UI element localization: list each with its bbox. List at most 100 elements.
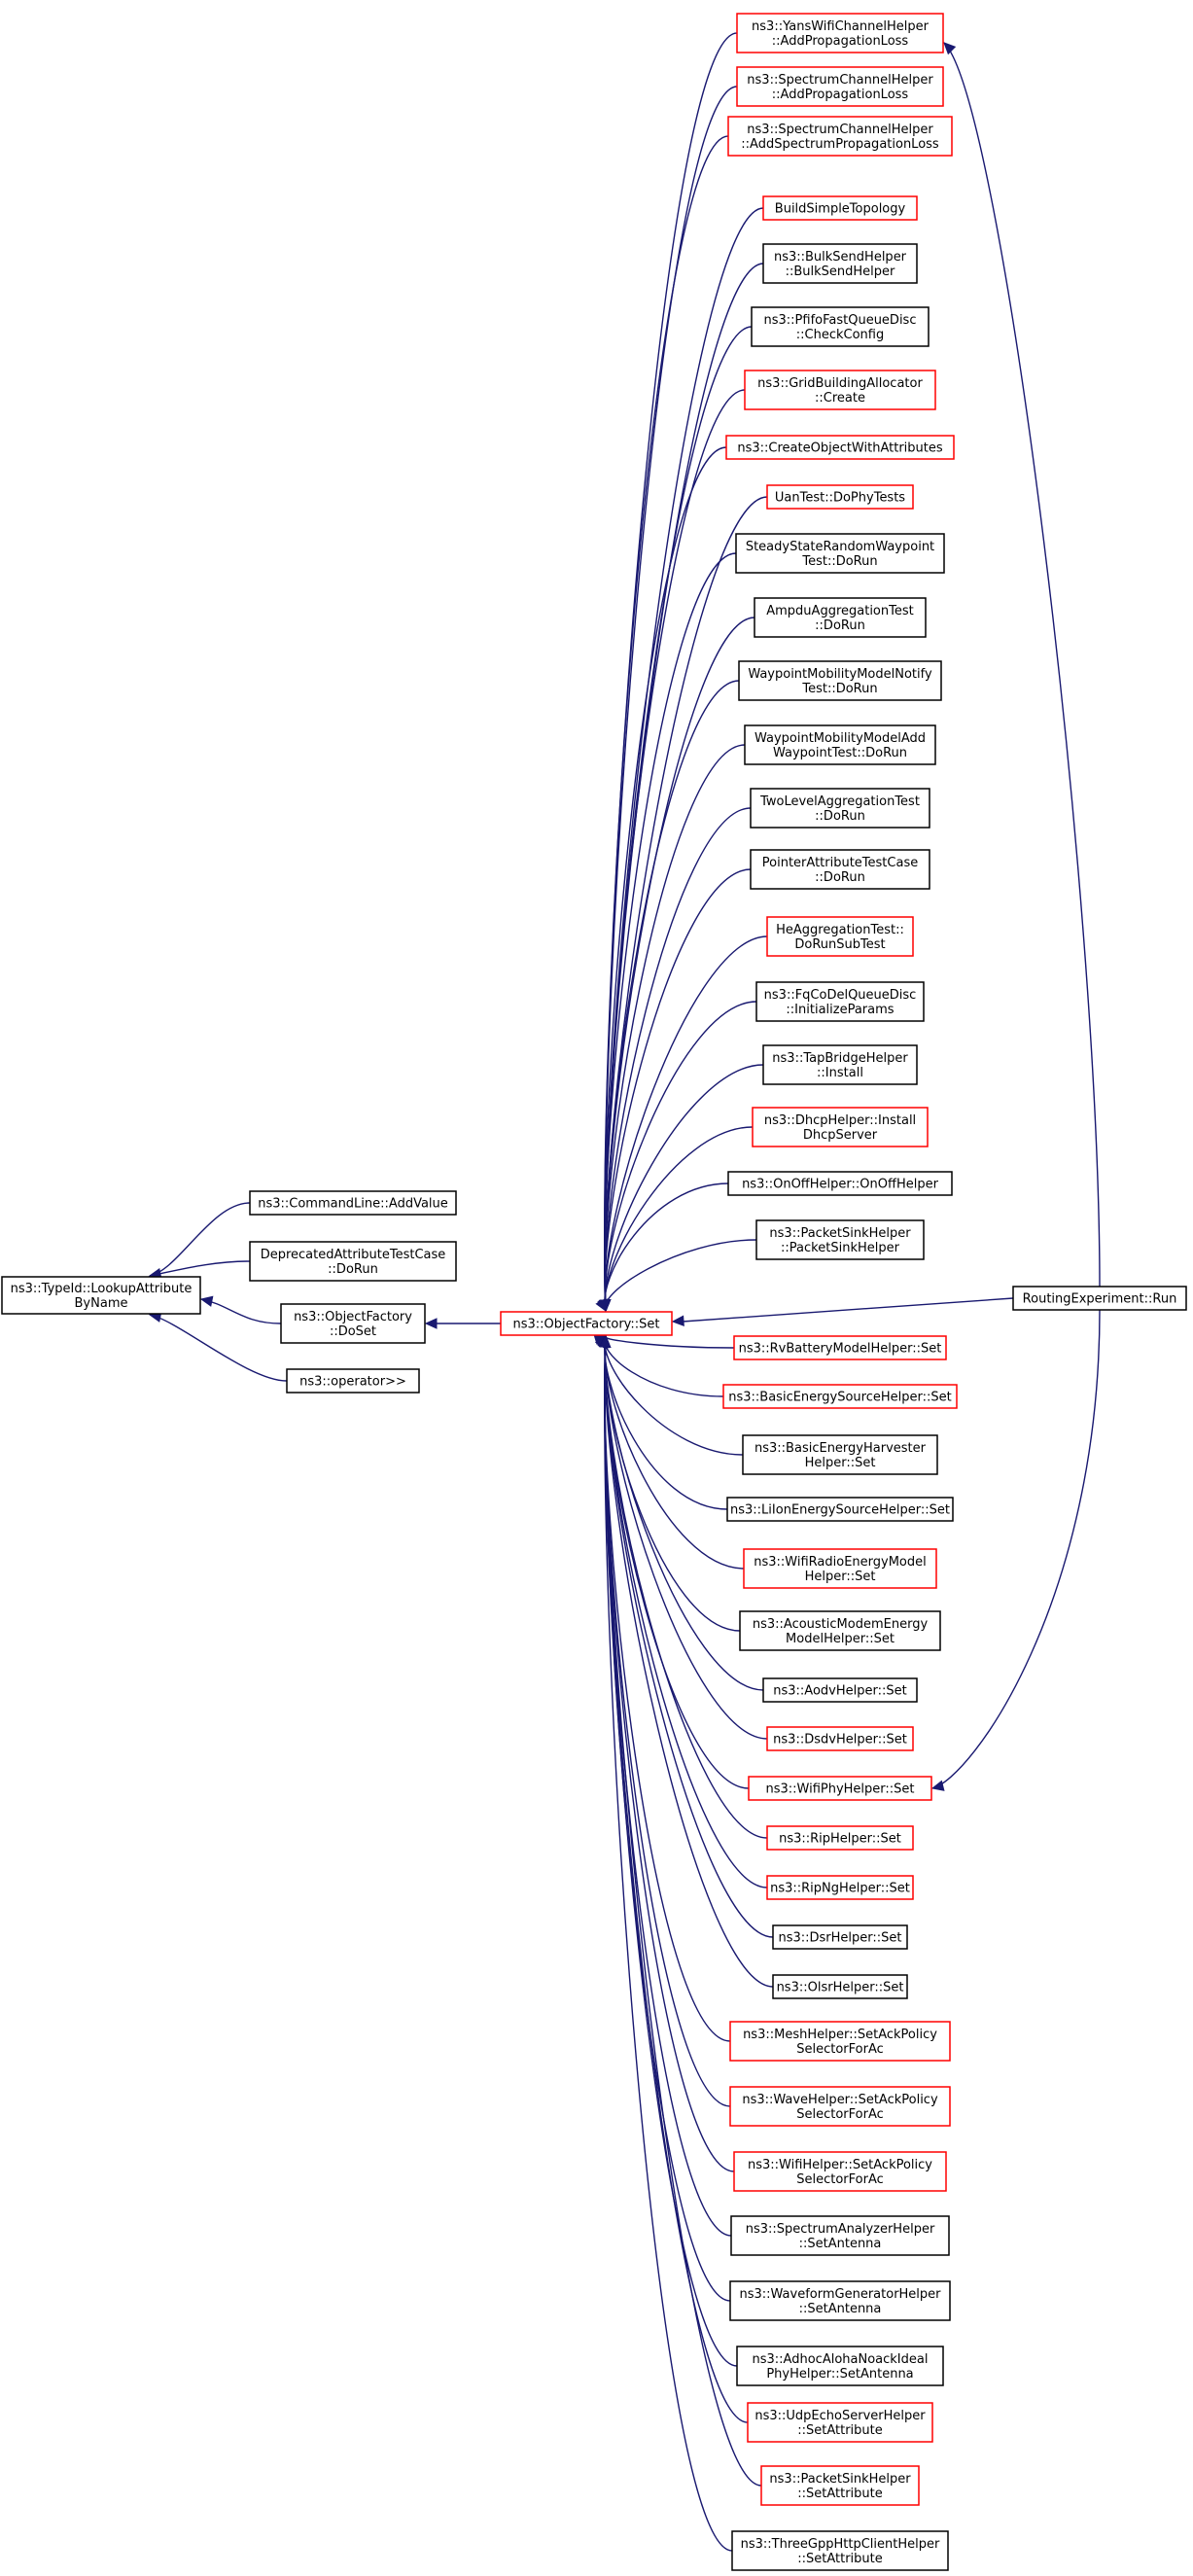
node-c2[interactable]: ns3::SpectrumChannelHelper::AddSpectrumP… xyxy=(727,116,953,157)
node-label: ::Install xyxy=(817,1066,863,1080)
node-c14[interactable]: PointerAttributeTestCase::DoRun xyxy=(750,849,930,890)
node-c8[interactable]: UanTest::DoPhyTests xyxy=(766,484,914,510)
node-c10[interactable]: AmpduAggregationTest::DoRun xyxy=(754,597,927,638)
node-label: ns3::PacketSinkHelper xyxy=(769,1226,911,1241)
edge-c3-to-objset xyxy=(604,207,764,1312)
node-c36[interactable]: ns3::WifiHelper::SetAckPolicySelectorFor… xyxy=(733,2151,947,2192)
node-label: ns3::AcousticModemEnergy xyxy=(753,1617,929,1632)
node-c6[interactable]: ns3::GridBuildingAllocator::Create xyxy=(744,370,936,410)
node-c33[interactable]: ns3::OlsrHelper::Set xyxy=(772,1974,908,1999)
node-deprecated[interactable]: DeprecatedAttributeTestCase::DoRun xyxy=(249,1241,457,1282)
edge-c7-to-objset xyxy=(604,446,727,1312)
node-box xyxy=(725,435,955,460)
node-label: ns3::OlsrHelper::Set xyxy=(777,1981,904,1995)
node-c16[interactable]: ns3::FqCoDelQueueDisc::InitializeParams xyxy=(755,981,925,1022)
node-c17[interactable]: ns3::TapBridgeHelper::Install xyxy=(762,1044,918,1085)
node-label: BuildSimpleTopology xyxy=(775,202,906,217)
node-label: ::DoSet xyxy=(330,1324,376,1339)
node-c3[interactable]: BuildSimpleTopology xyxy=(762,195,918,221)
node-label: ns3::RipNgHelper::Set xyxy=(770,1882,910,1896)
node-c38[interactable]: ns3::WaveformGeneratorHelper::SetAntenna xyxy=(729,2280,951,2321)
edge-c39-to-objset xyxy=(604,1335,738,2367)
node-label: ::CheckConfig xyxy=(796,328,884,342)
edge-c19-to-objset xyxy=(604,1182,729,1312)
node-box xyxy=(751,306,930,347)
node-box xyxy=(766,1726,914,1751)
node-c24[interactable]: ns3::LiIonEnergySourceHelper::Set xyxy=(726,1497,954,1522)
node-c5[interactable]: ns3::PfifoFastQueueDisc::CheckConfig xyxy=(751,306,930,347)
node-c1[interactable]: ns3::SpectrumChannelHelper::AddPropagati… xyxy=(736,66,944,107)
edge-c16-to-objset xyxy=(604,1001,757,1312)
edge-c24-to-objset xyxy=(604,1335,728,1510)
node-c7[interactable]: ns3::CreateObjectWithAttributes xyxy=(725,435,955,460)
node-objdoset[interactable]: ns3::ObjectFactory::DoSet xyxy=(280,1303,426,1344)
node-c37[interactable]: ns3::SpectrumAnalyzerHelper::SetAntenna xyxy=(730,2215,950,2256)
node-box xyxy=(766,1875,914,1900)
node-c42[interactable]: ns3::ThreeGppHttpClientHelper::SetAttrib… xyxy=(731,2530,949,2571)
node-box xyxy=(752,1107,929,1147)
node-c20[interactable]: ns3::PacketSinkHelper::PacketSinkHelper xyxy=(755,1219,925,1260)
node-c0[interactable]: ns3::YansWifiChannelHelper::AddPropagati… xyxy=(736,13,944,53)
node-c28[interactable]: ns3::DsdvHelper::Set xyxy=(766,1726,914,1751)
node-c32[interactable]: ns3::DsrHelper::Set xyxy=(772,1924,908,1950)
node-box xyxy=(744,724,936,765)
node-cmdline[interactable]: ns3::CommandLine::AddValue xyxy=(249,1190,457,1216)
node-c30[interactable]: ns3::RipHelper::Set xyxy=(766,1825,914,1851)
node-box xyxy=(736,2346,944,2386)
node-c13[interactable]: TwoLevelAggregationTest::DoRun xyxy=(750,788,930,829)
node-box xyxy=(744,370,936,410)
node-c39[interactable]: ns3::AdhocAlohaNoackIdealPhyHelper::SetA… xyxy=(736,2346,944,2386)
edge-c20-to-objset-arrowhead xyxy=(595,1298,607,1313)
node-c35[interactable]: ns3::WaveHelper::SetAckPolicySelectorFor… xyxy=(729,2086,951,2127)
node-label: ns3::BulkSendHelper xyxy=(774,250,907,265)
node-c41[interactable]: ns3::PacketSinkHelper::SetAttribute xyxy=(760,2465,920,2506)
node-label: ns3::SpectrumChannelHelper xyxy=(747,123,933,137)
node-c34[interactable]: ns3::MeshHelper::SetAckPolicySelectorFor… xyxy=(729,2021,951,2062)
node-c27[interactable]: ns3::AodvHelper::Set xyxy=(762,1677,918,1703)
node-c19[interactable]: ns3::OnOffHelper::OnOffHelper xyxy=(727,1171,953,1196)
node-c29[interactable]: ns3::WifiPhyHelper::Set xyxy=(748,1776,932,1801)
node-routing[interactable]: RoutingExperiment::Run xyxy=(1012,1286,1187,1311)
node-label: ns3::ObjectFactory xyxy=(294,1310,412,1324)
node-box xyxy=(733,2151,947,2192)
edge-operator-to-root xyxy=(149,1314,288,1382)
edge-c35-to-objset xyxy=(604,1335,731,2107)
node-c22[interactable]: ns3::BasicEnergySourceHelper::Set xyxy=(722,1384,958,1409)
node-c31[interactable]: ns3::RipNgHelper::Set xyxy=(766,1875,914,1900)
node-c15[interactable]: HeAggregationTest::DoRunSubTest xyxy=(766,916,914,957)
node-c4[interactable]: ns3::BulkSendHelper::BulkSendHelper xyxy=(762,243,918,284)
node-label: ::SetAntenna xyxy=(799,2302,882,2316)
node-label: ::Create xyxy=(815,391,865,406)
node-label: ns3::OnOffHelper::OnOffHelper xyxy=(742,1178,939,1192)
node-c12[interactable]: WaypointMobilityModelAddWaypointTest::Do… xyxy=(744,724,936,765)
node-c40[interactable]: ns3::UdpEchoServerHelper::SetAttribute xyxy=(747,2402,933,2443)
node-operator[interactable]: ns3::operator>> xyxy=(286,1368,420,1394)
node-box xyxy=(762,1677,918,1703)
node-label: ns3::SpectrumChannelHelper xyxy=(747,73,933,88)
node-c21[interactable]: ns3::RvBatteryModelHelper::Set xyxy=(733,1335,947,1360)
node-label: ns3::DsrHelper::Set xyxy=(778,1931,901,1946)
edge-objdoset-to-root xyxy=(200,1298,282,1324)
node-label: HeAggregationTest:: xyxy=(776,923,904,937)
edge-c30-to-objset xyxy=(604,1335,768,1839)
node-label: ns3::CreateObjectWithAttributes xyxy=(737,441,942,456)
node-label: WaypointTest::DoRun xyxy=(773,746,907,760)
node-box xyxy=(735,533,945,574)
edge-c4-to-objset xyxy=(604,263,764,1312)
node-label: ::AddSpectrumPropagationLoss xyxy=(741,137,939,152)
node-label: ns3::SpectrumAnalyzerHelper xyxy=(746,2222,935,2237)
node-box xyxy=(750,849,930,890)
node-label: ns3::BasicEnergyHarvester xyxy=(754,1441,927,1456)
node-objset[interactable]: ns3::ObjectFactory::Set xyxy=(500,1311,673,1336)
node-label: DeprecatedAttributeTestCase xyxy=(261,1248,446,1262)
edge-cmdline-to-root xyxy=(149,1202,251,1277)
node-box xyxy=(729,2021,951,2062)
